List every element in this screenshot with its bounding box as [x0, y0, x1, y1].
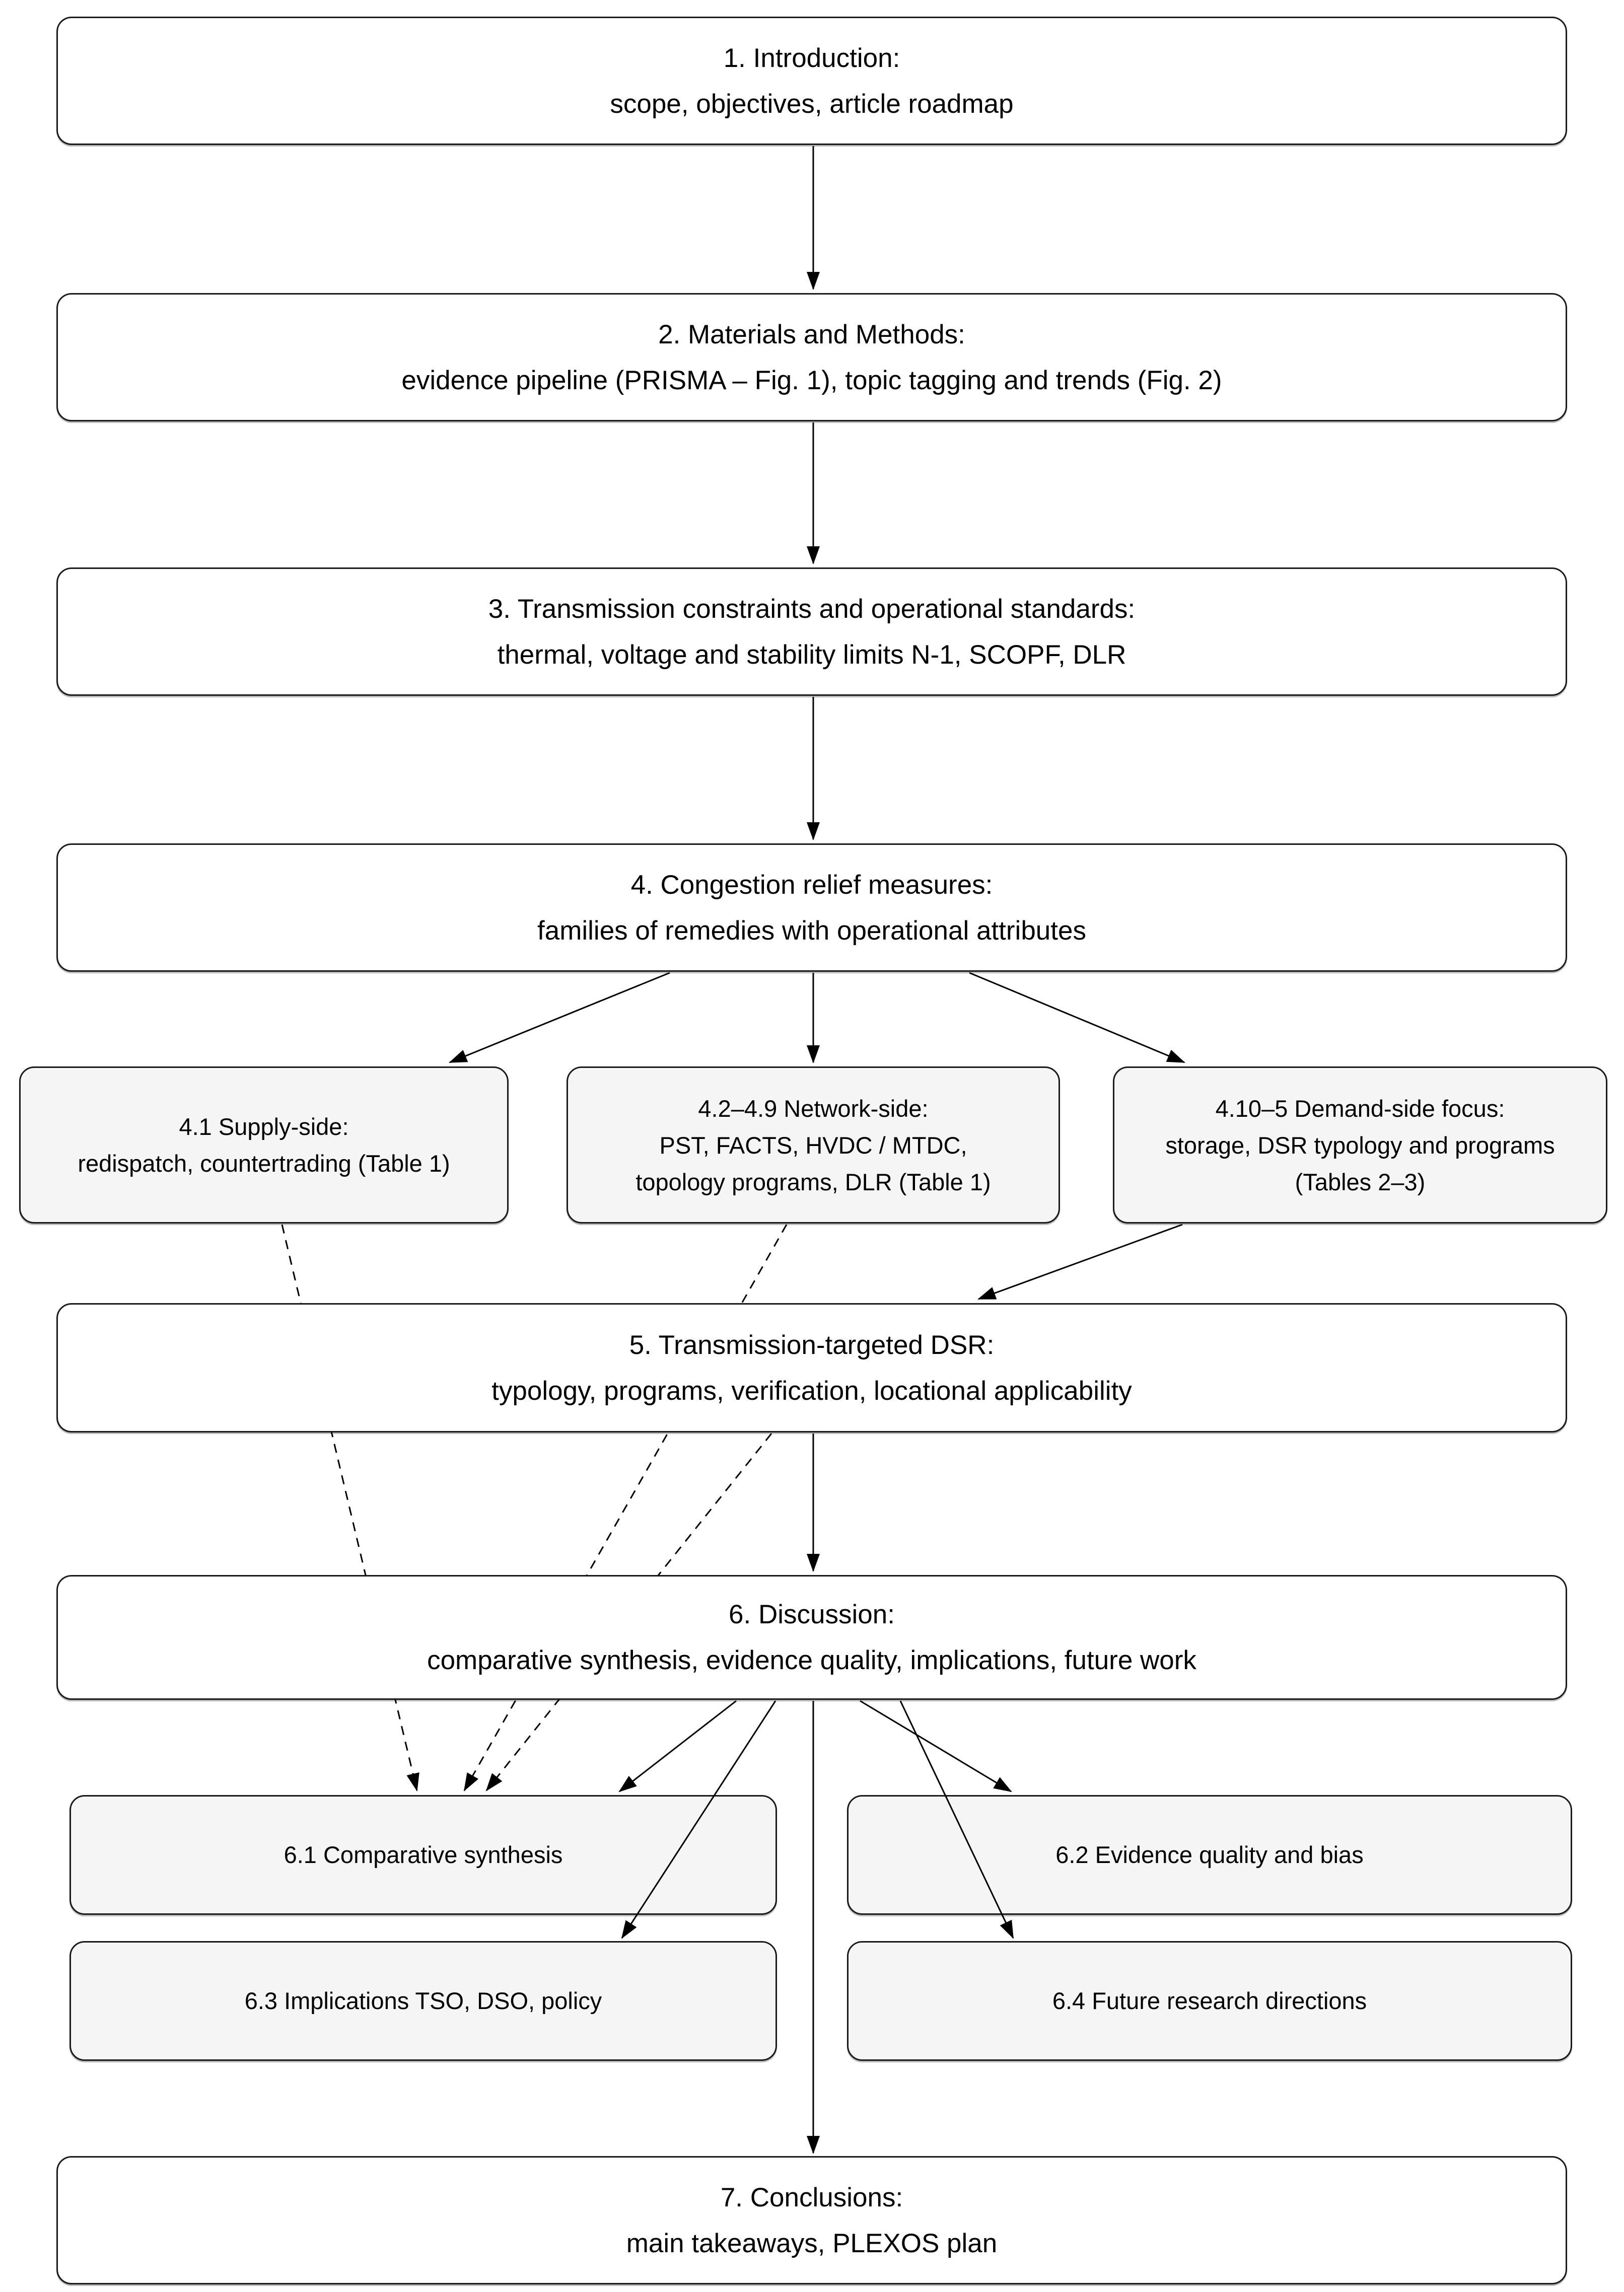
edge-4.10-5-to-5 — [977, 1224, 1183, 1300]
edge-4-to-4.1 — [449, 972, 670, 1063]
node-demand-side-focus: 4.10–5 Demand-side focus: storage, DSR ty… — [1113, 1066, 1607, 1224]
node-text-line: 6.2 Evidence quality and bias — [1055, 1841, 1364, 1868]
edge-6-to-6.3 — [621, 1700, 776, 1939]
node-implications-tso-dso-policy: 6.3 Implications TSO, DSO, policy — [69, 1941, 777, 2061]
node-text-line: (Tables 2–3) — [1295, 1168, 1426, 1195]
node-text-line: 2. Materials and Methods: — [658, 319, 965, 349]
edge-6-to-6.4 — [899, 1700, 1014, 1939]
node-text-line: 4.1 Supply-side: — [179, 1113, 349, 1140]
node-introduction: 1. Introduction: scope, objectives, artic… — [56, 17, 1567, 145]
node-text-line: families of remedies with operational at… — [537, 915, 1086, 946]
node-conclusions: 7. Conclusions: main takeaways, PLEXOS pl… — [56, 2156, 1567, 2284]
node-text-line: 7. Conclusions: — [720, 2182, 903, 2212]
node-text-line: scope, objectives, article roadmap — [610, 89, 1014, 119]
node-discussion: 6. Discussion: comparative synthesis, evi… — [56, 1575, 1567, 1700]
node-transmission-targeted-dsr: 5. Transmission-targeted DSR: typology, p… — [56, 1303, 1567, 1432]
node-text-line: main takeaways, PLEXOS plan — [626, 2228, 998, 2258]
node-text-line: 4. Congestion relief measures: — [630, 870, 993, 900]
node-text-line: 1. Introduction: — [723, 43, 900, 73]
node-text-line: 4.10–5 Demand-side focus: — [1215, 1095, 1505, 1122]
node-text-line: PST, FACTS, HVDC / MTDC, — [659, 1131, 967, 1159]
node-text-line: 6. Discussion: — [729, 1600, 895, 1629]
node-text-line: 5. Transmission-targeted DSR: — [629, 1330, 995, 1360]
node-text-line: 3. Transmission constraints and operatio… — [488, 594, 1136, 624]
node-text-line: 6.4 Future research directions — [1052, 1987, 1367, 2014]
edge-6-to-6.1 — [618, 1700, 737, 1793]
node-text-line: 4.2–4.9 Network-side: — [698, 1095, 929, 1122]
edge-6-to-6.2 — [860, 1700, 1012, 1793]
node-network-side: 4.2–4.9 Network-side: PST, FACTS, HVDC / … — [567, 1066, 1060, 1224]
node-congestion-relief: 4. Congestion relief measures: families o… — [56, 843, 1567, 972]
node-materials-methods: 2. Materials and Methods: evidence pipeli… — [56, 293, 1567, 421]
node-evidence-quality-bias: 6.2 Evidence quality and bias — [847, 1795, 1572, 1915]
node-text-line: comparative synthesis, evidence quality,… — [427, 1645, 1196, 1675]
node-future-research-directions: 6.4 Future research directions — [847, 1941, 1572, 2061]
node-text-line: storage, DSR typology and programs — [1165, 1131, 1555, 1159]
node-text-line: evidence pipeline (PRISMA – Fig. 1), top… — [401, 365, 1222, 395]
node-transmission-constraints: 3. Transmission constraints and operatio… — [56, 567, 1567, 696]
node-supply-side: 4.1 Supply-side: redispatch, countertradi… — [19, 1066, 509, 1224]
node-text-line: typology, programs, verification, locati… — [491, 1376, 1132, 1406]
node-text-line: redispatch, countertrading (Table 1) — [78, 1150, 450, 1177]
node-text-line: 6.1 Comparative synthesis — [284, 1841, 563, 1868]
node-comparative-synthesis: 6.1 Comparative synthesis — [69, 1795, 777, 1915]
node-text-line: thermal, voltage and stability limits N-… — [497, 639, 1126, 670]
edge-4-to-4.10-5 — [969, 972, 1185, 1063]
node-text-line: 6.3 Implications TSO, DSO, policy — [244, 1987, 602, 2014]
node-text-line: topology programs, DLR (Table 1) — [636, 1168, 991, 1195]
edge-4.2-4.9-to-6.1-dashed — [463, 1224, 788, 1792]
